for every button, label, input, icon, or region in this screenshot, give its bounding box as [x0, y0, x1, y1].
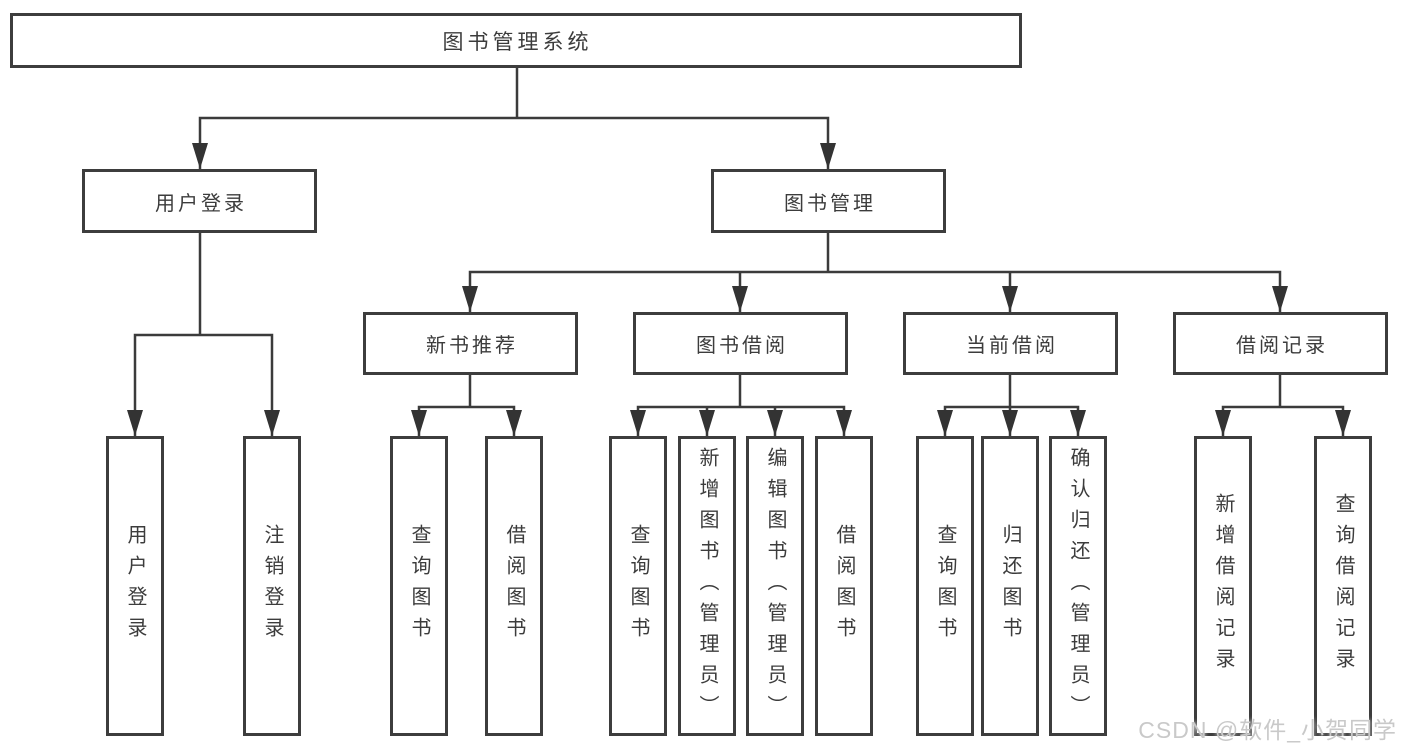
node-label: 编辑图书（管理员）	[764, 446, 786, 726]
connector-records-to-leaves	[1221, 375, 1345, 436]
node-label: 借阅图书	[503, 524, 525, 648]
node-label: 新增借阅记录	[1212, 493, 1234, 679]
leaf-confirm-return-admin: 确认归还（管理员）	[1049, 436, 1107, 736]
node-label: 查询图书	[408, 524, 430, 648]
csdn-watermark: CSDN @软件_小贺同学	[1138, 717, 1397, 743]
node-label: 查询图书	[934, 524, 956, 648]
node-library-management-system: 图书管理系统	[10, 13, 1022, 68]
connector-userlogin-to-leaves	[133, 233, 274, 436]
node-book-management: 图书管理	[711, 169, 946, 233]
connector-root-to-level2	[198, 68, 830, 169]
node-borrowing-records: 借阅记录	[1173, 312, 1388, 375]
leaf-edit-books-admin: 编辑图书（管理员）	[746, 436, 804, 736]
node-label: 图书借阅	[696, 335, 788, 357]
leaf-add-borrow-record: 新增借阅记录	[1194, 436, 1252, 736]
node-label: 当前借阅	[966, 335, 1058, 357]
node-label: 确认归还（管理员）	[1067, 446, 1089, 726]
arrowheads	[127, 143, 1351, 436]
node-label: 借阅记录	[1236, 335, 1328, 357]
node-label: 用户登录	[155, 192, 247, 215]
node-label: 新书推荐	[426, 335, 518, 357]
node-current-borrowing: 当前借阅	[903, 312, 1118, 375]
leaf-borrow-books-recommend: 借阅图书	[485, 436, 543, 736]
connector-newbook-to-leaves	[417, 375, 516, 436]
connector-borrow-to-leaves	[636, 375, 846, 436]
node-label: 归还图书	[999, 524, 1021, 648]
leaf-logout: 注销登录	[243, 436, 301, 736]
leaf-query-books-borrow: 查询图书	[609, 436, 667, 736]
node-label: 查询借阅记录	[1332, 493, 1354, 679]
leaf-query-borrow-record: 查询借阅记录	[1314, 436, 1372, 736]
node-label: 新增图书（管理员）	[696, 446, 718, 726]
node-user-login: 用户登录	[82, 169, 317, 233]
leaf-add-books-admin: 新增图书（管理员）	[678, 436, 736, 736]
leaf-query-books-recommend: 查询图书	[390, 436, 448, 736]
node-label: 图书管理系统	[442, 30, 593, 54]
node-new-book-recommend: 新书推荐	[363, 312, 578, 375]
node-book-borrowing: 图书借阅	[633, 312, 848, 375]
node-label: 查询图书	[627, 524, 649, 648]
node-label: 用户登录	[124, 524, 146, 648]
connector-bookmgmt-to-level3	[468, 233, 1282, 312]
leaf-user-login: 用户登录	[106, 436, 164, 736]
node-label: 借阅图书	[833, 524, 855, 648]
node-label: 图书管理	[784, 192, 876, 215]
leaf-return-books: 归还图书	[981, 436, 1039, 736]
node-label: 注销登录	[261, 524, 283, 648]
leaf-query-books-current: 查询图书	[916, 436, 974, 736]
leaf-borrow-books: 借阅图书	[815, 436, 873, 736]
